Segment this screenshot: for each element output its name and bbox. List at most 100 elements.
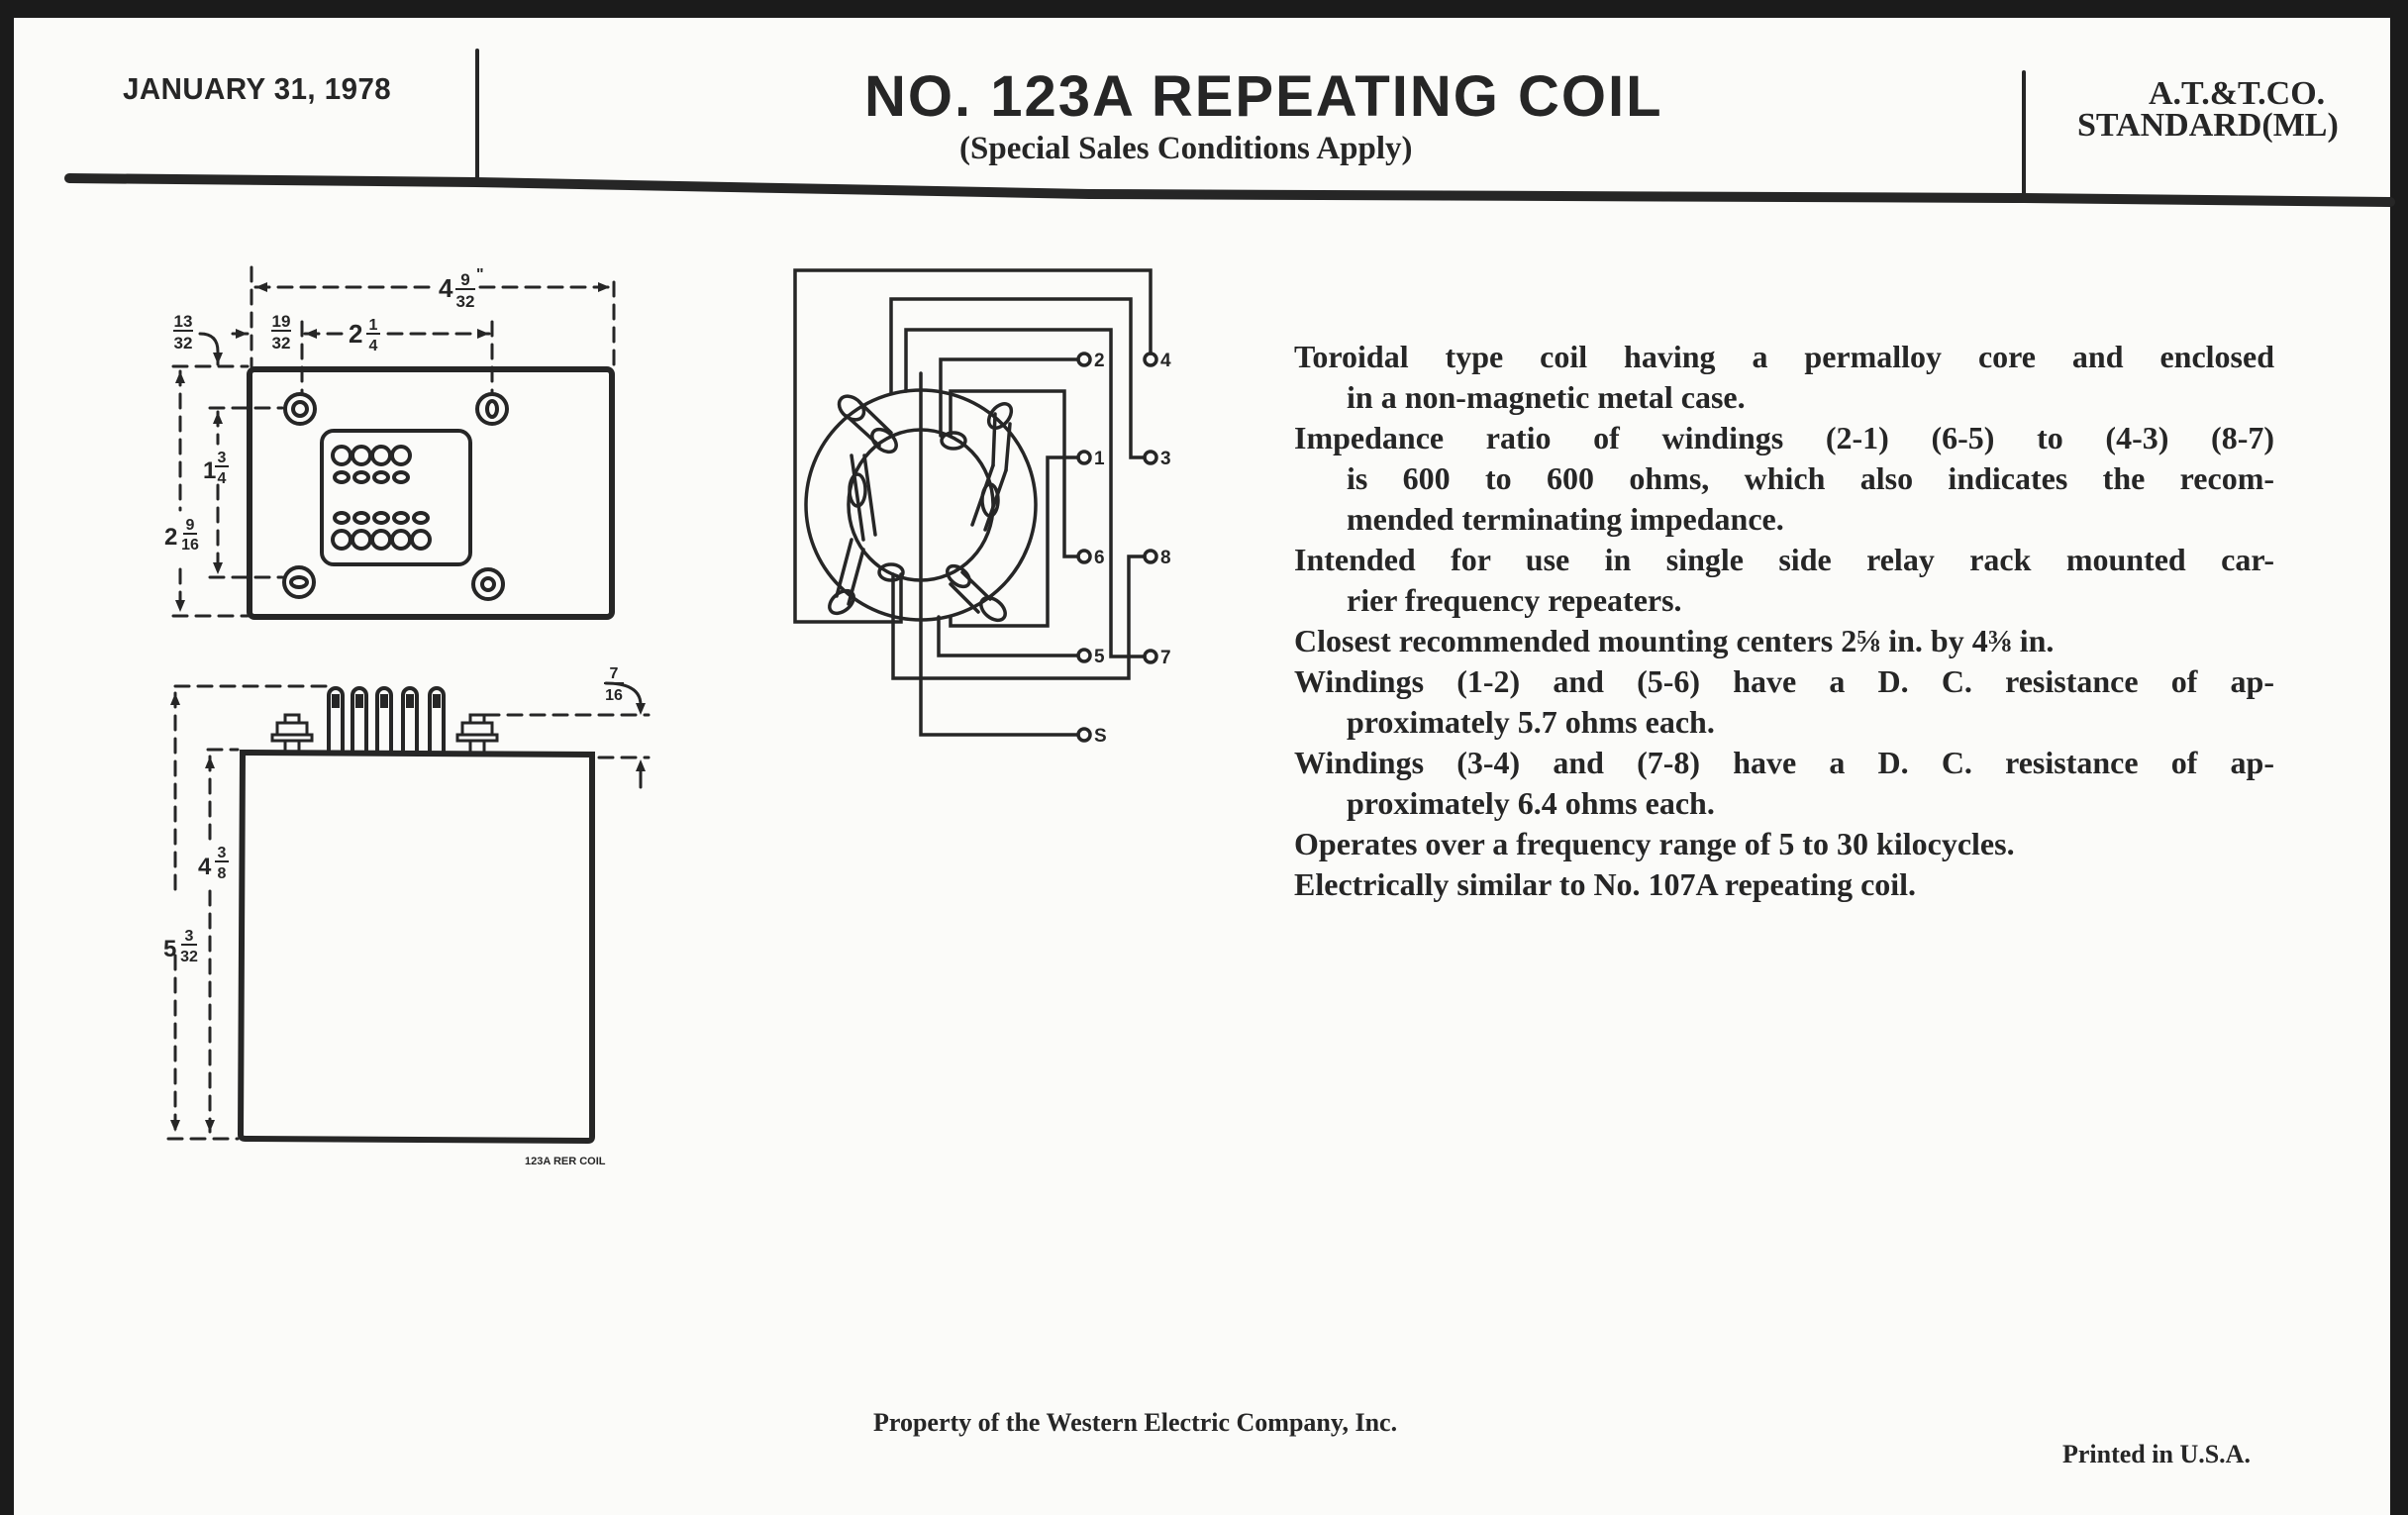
- terminal-circle: [1076, 450, 1092, 465]
- description-text: Toroidal type coil having a permalloy co…: [1294, 337, 2274, 905]
- terminal-circle: [1076, 352, 1092, 367]
- dim-total-num: 3: [185, 928, 194, 945]
- side-view-drawing: [166, 681, 651, 1145]
- terminal-pin-eyelet: [412, 511, 430, 525]
- terminal-circle: [1143, 549, 1158, 564]
- dim-body-whole: 4: [198, 854, 212, 880]
- terminal-pin-eyelet: [352, 511, 370, 525]
- terminal-label: S: [1094, 726, 1107, 747]
- terminal-pin: [390, 445, 412, 466]
- description-line: proximately 5.7 ohms each.: [1347, 704, 1715, 740]
- terminal-pin: [370, 445, 392, 466]
- terminal-pin-eyelet: [333, 511, 351, 525]
- dim-vholes-den: 4: [218, 470, 227, 487]
- solder-lug-hole: [355, 694, 363, 708]
- footer-printed: Printed in U.S.A.: [2062, 1440, 2251, 1468]
- solder-lug-hole: [433, 694, 441, 708]
- toroid-windings: [828, 394, 1014, 623]
- terminal-label: 1: [1094, 449, 1105, 469]
- terminal-pin-eyelet: [392, 511, 410, 525]
- solder-lug: [428, 686, 446, 755]
- description-line: is 600 to 600 ohms, which also indicates…: [1347, 460, 2274, 496]
- solder-lug: [375, 686, 393, 755]
- terminal-circle: [1076, 549, 1092, 564]
- dim-width-den: 32: [456, 292, 475, 311]
- document-date: JANUARY 31, 1978: [123, 71, 392, 106]
- terminal-pin-eyelet: [372, 511, 390, 525]
- solder-lug: [327, 686, 345, 755]
- document-sheet: [14, 18, 2390, 1515]
- description-line: Electrically similar to No. 107A repeati…: [1294, 866, 1917, 902]
- dim-vholes-whole: 1: [203, 457, 216, 484]
- terminal-label: 3: [1160, 449, 1171, 469]
- document-title: NO. 123A REPEATING COIL: [864, 64, 1663, 129]
- header-rule: [64, 173, 2395, 207]
- terminal-label: 6: [1094, 548, 1105, 568]
- description-line: Toroidal type coil having a permalloy co…: [1294, 339, 2274, 374]
- dim-total-whole: 5: [163, 936, 176, 962]
- drawing-caption: 123A RER COIL: [525, 1156, 606, 1167]
- dim-total-den: 32: [180, 949, 198, 965]
- description-line: Operates over a frequency range of 5 to …: [1294, 826, 2015, 861]
- description-line: in a non-magnetic metal case.: [1347, 379, 1746, 415]
- description-line: Impedance ratio of windings (2-1) (6-5) …: [1294, 420, 2274, 455]
- dim-vholes-num: 3: [218, 450, 227, 466]
- terminal-pin: [351, 529, 372, 551]
- terminal-pin: [331, 529, 352, 551]
- terminal-label: 4: [1160, 351, 1171, 371]
- description-line: proximately 6.4 ohms each.: [1347, 785, 1715, 821]
- description-line: mended terminating impedance.: [1347, 501, 1784, 537]
- dim-offset-top-num: 13: [174, 312, 193, 331]
- terminal-pin: [370, 529, 392, 551]
- leads: [793, 268, 1153, 737]
- top-view-drawing: [171, 265, 616, 620]
- dim-width-num: 9: [460, 270, 469, 289]
- dim-offset-left-den: 32: [272, 334, 291, 353]
- description-line: rier frequency repeaters.: [1347, 582, 1682, 618]
- dim-height-whole: 2: [164, 524, 177, 551]
- dim-body-num: 3: [218, 845, 227, 861]
- solder-lug-hole: [380, 694, 388, 708]
- dim-offset-top-den: 32: [174, 334, 193, 353]
- description-line: Intended for use in single side relay ra…: [1294, 542, 2274, 577]
- solder-lug: [401, 686, 419, 755]
- terminal-pin-eyelet: [392, 470, 410, 484]
- winding-schematic: 2 4 1 3 6 8 5 7S: [793, 268, 1171, 747]
- dim-body-den: 8: [218, 865, 227, 882]
- terminal-label: 7: [1160, 648, 1171, 668]
- mounting-studs: [270, 713, 499, 755]
- dim-terminal-den: 16: [605, 687, 623, 704]
- standard-org: A.T.&T.CO.: [2149, 75, 2326, 112]
- footer-property: Property of the Western Electric Company…: [873, 1408, 1398, 1437]
- dim-terminal-num: 7: [610, 665, 619, 682]
- terminal-pin: [410, 529, 432, 551]
- terminal-circle: [1076, 727, 1092, 743]
- terminal-circle: [1143, 649, 1158, 664]
- solder-lug: [351, 686, 368, 755]
- description-line: Closest recommended mounting centers 2⅝ …: [1294, 623, 2055, 658]
- description-line: Windings (3-4) and (7-8) have a D. C. re…: [1294, 745, 2274, 780]
- terminal-label: 5: [1094, 647, 1105, 667]
- dim-holes-den: 4: [369, 338, 378, 354]
- document-subtitle: (Special Sales Conditions Apply): [959, 131, 1413, 166]
- inch-mark: ": [476, 266, 484, 283]
- terminal-label: 2: [1094, 351, 1105, 371]
- terminal-pin: [351, 445, 372, 466]
- dim-holes-whole: 2: [349, 319, 362, 349]
- terminal-circle: [1143, 352, 1158, 367]
- solder-lug-hole: [332, 694, 340, 708]
- terminal-label: 8: [1160, 548, 1171, 568]
- terminal-pin-eyelet: [333, 470, 351, 484]
- dim-offset-left-num: 19: [272, 312, 291, 331]
- terminal-pin-eyelet: [372, 470, 390, 484]
- dim-holes-num: 1: [369, 317, 378, 334]
- standard-label: STANDARD(ML): [2077, 107, 2339, 144]
- dim-height-num: 9: [186, 517, 195, 534]
- solder-lug-hole: [406, 694, 414, 708]
- terminal-circle: [1143, 450, 1158, 465]
- terminal-pin-eyelet: [352, 470, 370, 484]
- description-line: Windings (1-2) and (5-6) have a D. C. re…: [1294, 663, 2274, 699]
- terminal-pin: [390, 529, 412, 551]
- dim-height-den: 16: [181, 537, 199, 554]
